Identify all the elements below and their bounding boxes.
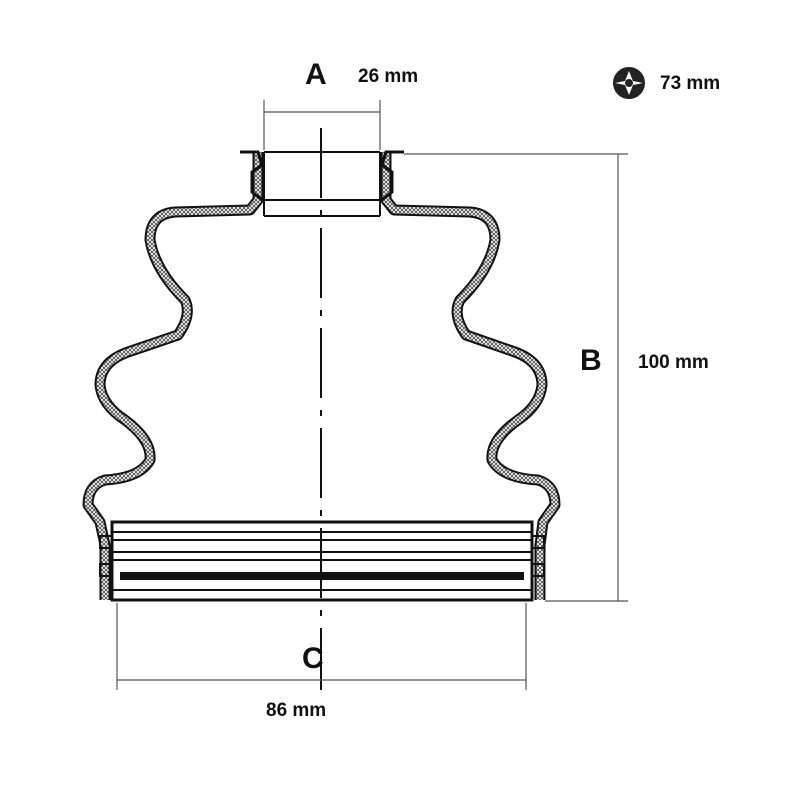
label-a: A [305,58,327,91]
dimension-b-lines [404,153,628,602]
dimension-c-lines [116,603,527,690]
dimension-b-value: 100 mm [638,352,709,373]
boot-wall [82,150,561,600]
dimension-a-lines [263,100,381,150]
shaft-dimension-value: 73 mm [660,73,721,94]
cv-joint-shaft-icon [612,66,646,100]
label-c: C [302,642,324,675]
dimension-a-value: 26 mm [358,66,419,87]
label-b: B [580,344,602,377]
dimension-c-value: 86 mm [266,700,327,721]
